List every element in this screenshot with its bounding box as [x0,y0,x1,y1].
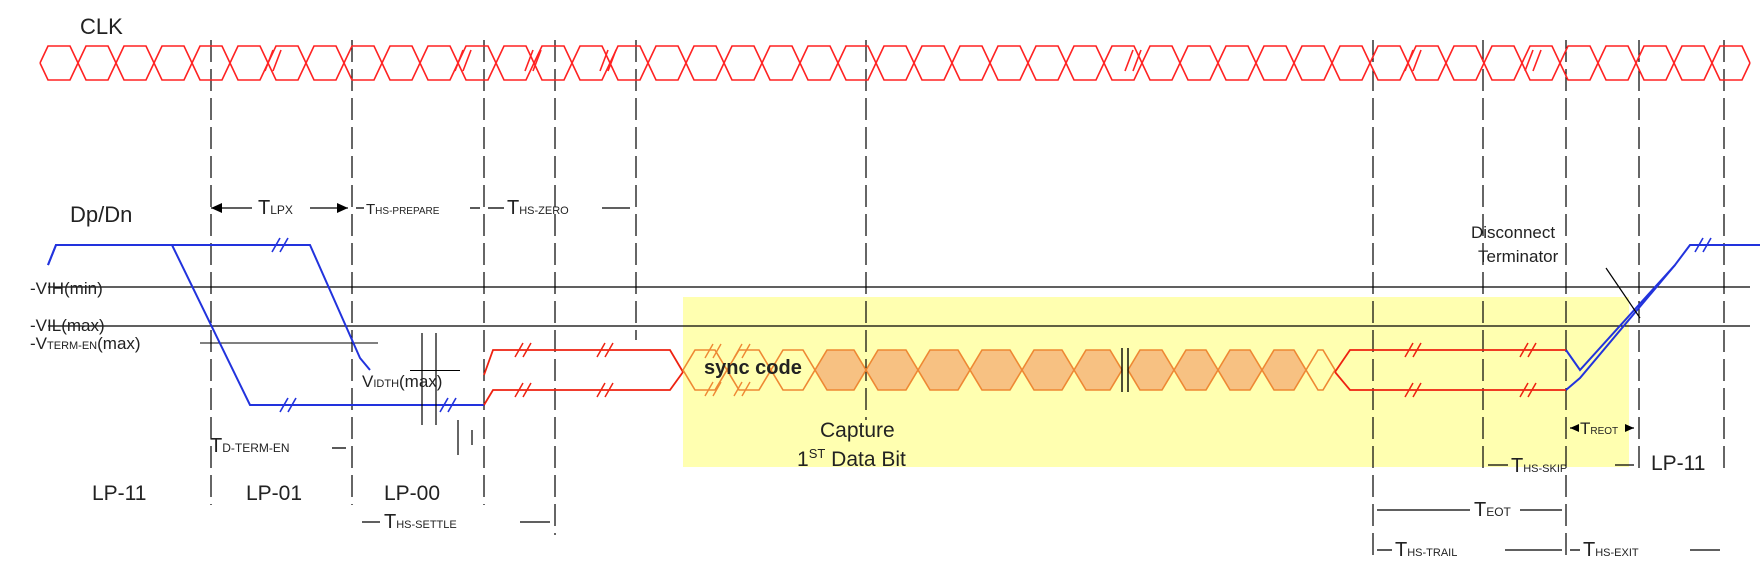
hs-tail-break-marks [1404,342,1537,398]
ths-exit-label: THS-EXIT [1583,539,1639,561]
ths-zero-label: THS-ZERO [507,197,569,219]
tlpx-main: T [258,197,270,219]
clock-break-mark [1124,49,1142,72]
capture-sup: ST [809,446,826,461]
data-bit-cell [917,349,971,391]
vterm-suffix: (max) [97,334,140,353]
data-break-mark [704,343,722,397]
vidth-box [410,370,460,371]
ths-exit-main: T [1583,539,1595,561]
ths-prepare-main: T [366,201,375,218]
vidth-label: VIDTH(max) [362,372,442,391]
ths-exit-sub: HS-EXIT [1595,547,1639,559]
ths-skip-sub: HS-SKIP [1523,463,1567,475]
clock-waveform [39,45,1751,81]
data-bit-cell [969,349,1023,391]
hs-break-marks [514,342,614,398]
td-term-en-main: T [210,435,222,457]
hs-tail-dp [1334,349,1566,373]
hs-data-burst [682,343,1336,397]
teot-label: TEOT [1474,499,1512,521]
capture-line1: Capture [820,419,895,442]
clock-break-mark [1404,49,1422,72]
ths-prepare-label: THS-PREPARE [366,201,440,218]
vil-suffix: (max) [61,316,104,335]
vterm-sub: TERM-EN [47,340,97,352]
clock-break-mark [599,49,617,72]
clock-break-mark [524,49,542,72]
vidth-sub: IDTH [373,378,399,390]
treot-main: T [1580,419,1590,438]
ths-settle-main: T [384,511,396,533]
teot-sub: EOT [1486,505,1511,519]
dpdn-label: Dp/Dn [70,202,132,227]
hs-dp-signal [483,349,684,376]
lp-break-marks [271,237,457,413]
lp-return-break-marks [1694,237,1712,253]
treot-label: TREOT [1580,419,1618,438]
vidth-suffix: (max) [399,372,442,391]
capture-post: Data Bit [825,448,906,471]
vterm-main: V [36,334,48,353]
treot-sub: REOT [1590,426,1618,437]
data-bit-cell [1021,349,1075,391]
vih-label: -VIH(min) [30,279,103,298]
disconnect-line2: Terminator [1478,247,1559,266]
clock-break-mark [264,49,282,72]
ths-skip-main: T [1511,455,1523,477]
teot-main: T [1474,499,1486,521]
clk-label: CLK [80,14,123,39]
ths-trail-label: THS-TRAIL [1395,539,1457,561]
vil-label: -VIL(max) [30,316,105,335]
ths-zero-sub: HS-ZERO [519,205,569,217]
vterm-label: -VTERM-EN(max) [30,334,141,353]
ths-zero-main: T [507,197,519,219]
hs-dn-signal [483,371,684,406]
dn-lp-signal [47,244,484,406]
clock-break-mark [454,49,472,72]
td-term-en-label: TD-TERM-EN [210,435,290,457]
state-lp01: LP-01 [246,482,302,505]
data-bit-cell [865,349,919,391]
disconnect-pointer [1605,267,1641,319]
capture-num: 1 [797,448,809,471]
tlpx-label: TLPX [258,197,293,219]
data-bit-cell [814,349,867,391]
state-lp11-right: LP-11 [1651,452,1705,475]
data-bit-cell [1305,349,1336,391]
data-break-mark [733,343,751,397]
timing-arrowheads [211,203,1634,432]
vil-main: VIL [36,316,62,335]
ths-trail-sub: HS-TRAIL [1407,547,1457,559]
ths-trail-main: T [1395,539,1407,561]
state-lp11-left: LP-11 [92,482,146,505]
lp-return-dn [1565,264,1676,391]
hs-tail-dn [1334,371,1566,391]
ths-prepare-sub: HS-PREPARE [375,206,440,217]
vih-main: VIH [36,279,64,298]
tlpx-sub: LPX [270,203,293,217]
ths-skip-label: THS-SKIP [1511,455,1567,477]
vih-suffix: (min) [64,279,103,298]
sync-code-label: sync code [704,357,802,379]
timing-bars [211,207,1720,551]
vidth-main: V [362,372,374,391]
ths-settle-sub: HS-SETTLE [396,519,457,531]
clock-break-mark [1524,49,1542,72]
state-lp00: LP-00 [384,482,440,505]
td-term-en-sub: D-TERM-EN [222,441,289,455]
capture-line2: 1ST Data Bit [797,446,906,471]
ths-settle-label: THS-SETTLE [384,511,457,533]
disconnect-line1: Disconnect [1471,223,1555,242]
time-markers [210,40,1725,555]
clock-cycles [39,45,1751,81]
